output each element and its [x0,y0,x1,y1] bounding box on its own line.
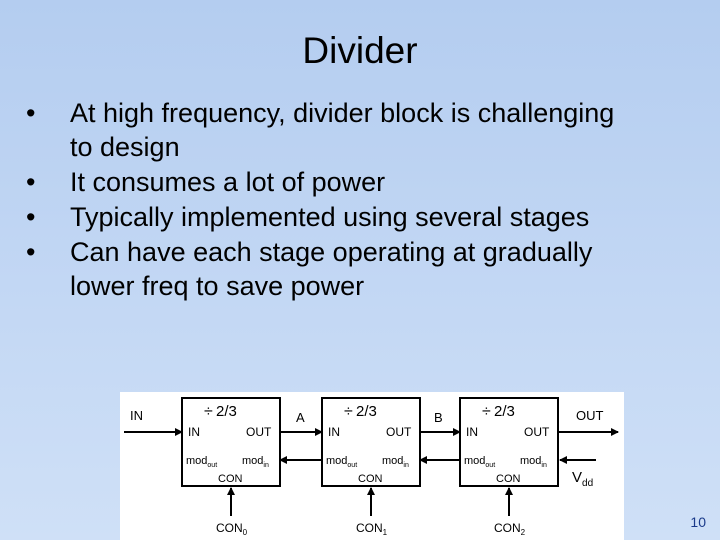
bullet-text: It consumes a lot of power [70,167,386,197]
control-label: CON2 [494,521,526,537]
node-label-b: B [434,410,443,425]
stage-box [459,397,559,487]
stage-ratio: 2/3 [216,403,237,420]
page-number: 10 [690,514,706,530]
stage-mod-out-label: modout [326,455,357,469]
stage-con-label: CON [358,473,383,485]
supply-label: Vdd [572,469,593,489]
bullet-item: • At high frequency, divider block is ch… [26,96,626,164]
stage-mod-out-label: modout [464,455,495,469]
bullet-item: • Typically implemented using several st… [26,200,626,234]
slide-title: Divider [302,30,418,71]
stage-in-label: IN [328,425,340,439]
divide-symbol: ÷ [204,403,213,420]
bullet-list: • At high frequency, divider block is ch… [26,96,626,304]
stage-out-label: OUT [246,425,272,439]
bullet-dot: • [26,237,36,267]
stage-con-label: CON [218,473,243,485]
diagram-input-label: IN [130,408,143,423]
control-label: CON1 [356,521,388,537]
stage-box [321,397,421,487]
stage-mod-in-label: modin [382,455,409,469]
diagram-output-label: OUT [576,408,604,423]
stage-box [181,397,281,487]
divider-stage: ÷ 2/3 IN OUT modout modin CON [459,397,559,487]
bullet-text: Typically implemented using several stag… [70,202,590,232]
bullet-dot: • [26,167,36,197]
stage-mod-out-label: modout [186,455,217,469]
divide-symbol: ÷ [482,403,491,420]
bullet-dot: • [26,98,36,128]
divide-symbol: ÷ [344,403,353,420]
bullet-item: • Can have each stage operating at gradu… [26,235,626,303]
stage-ratio: 2/3 [356,403,377,420]
node-label-a: A [296,410,305,425]
bullet-text: Can have each stage operating at gradual… [70,237,593,301]
stage-out-label: OUT [524,425,550,439]
divider-stage: ÷ 2/3 IN OUT modout modin CON [321,397,421,487]
stage-out-label: OUT [386,425,412,439]
stage-ratio: 2/3 [494,403,515,420]
stage-in-label: IN [466,425,478,439]
stage-con-label: CON [496,473,521,485]
stage-mod-in-label: modin [242,455,269,469]
divider-stage: ÷ 2/3 IN OUT modout modin CON [181,397,281,487]
control-label: CON0 [216,521,248,537]
bullet-dot: • [26,202,36,232]
bullet-text: At high frequency, divider block is chal… [70,98,615,162]
stage-in-label: IN [188,425,200,439]
divider-chain-diagram: IN ÷ 2/3 IN OUT modout modin CON A ÷ 2/3… [120,392,624,540]
bullet-item: • It consumes a lot of power [26,165,626,199]
stage-mod-in-label: modin [520,455,547,469]
